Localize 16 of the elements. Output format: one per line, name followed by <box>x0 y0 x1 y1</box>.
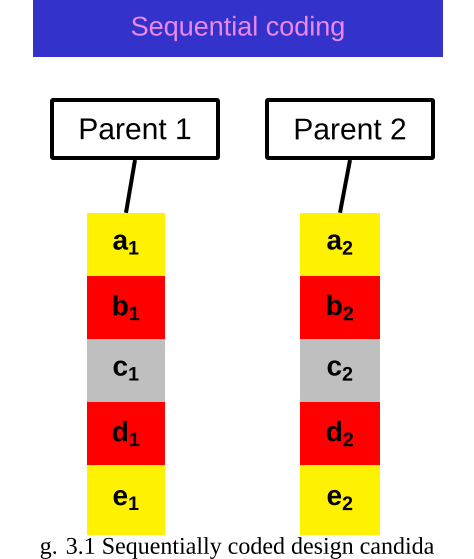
caption: g. 3.1 Sequentially coded design candida <box>40 537 434 559</box>
gene-cell: b$_{2}$ <box>300 276 380 339</box>
gene-cell: a$_{1}$ <box>87 213 165 276</box>
gene-cell: b$_{1}$ <box>87 276 165 339</box>
gene-cell: c$_{1}$ <box>87 339 165 402</box>
title-banner: Sequential coding <box>33 0 443 57</box>
gene-cell: a$_{2}$ <box>300 213 380 276</box>
parent-box: Parent 1 <box>50 98 220 160</box>
gene-cell: e$_{2}$ <box>300 465 380 535</box>
connector-line <box>338 160 352 214</box>
gene-cell: d$_{2}$ <box>300 402 380 465</box>
connector-line <box>124 160 137 214</box>
gene-cell: c$_{2}$ <box>300 339 380 402</box>
gene-cell: e$_{1}$ <box>87 465 165 535</box>
gene-cell: d$_{1}$ <box>87 402 165 465</box>
parent-box: Parent 2 <box>265 98 435 160</box>
